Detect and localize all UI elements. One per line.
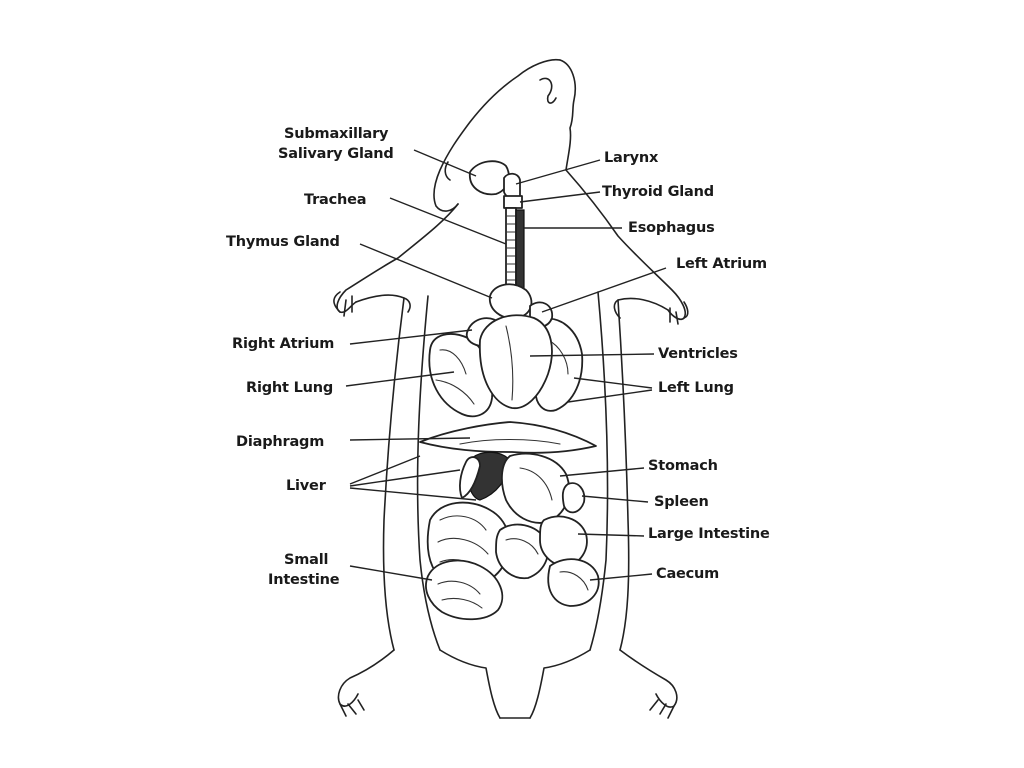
leader-lines [345, 149, 667, 581]
trachea [505, 207, 517, 293]
leader-large-intestine [577, 533, 645, 537]
label-spleen: Spleen [654, 494, 709, 510]
leader-right-atrium [349, 329, 473, 345]
label-right-lung: Right Lung [246, 380, 333, 396]
label-trachea: Trachea [304, 192, 366, 208]
leader-small-intestine [349, 565, 433, 581]
thyroid-gland [503, 195, 523, 209]
leader-liver-2 [349, 469, 461, 487]
submaxillary-gland [469, 160, 510, 196]
spleen [561, 482, 586, 514]
leader-spleen [581, 495, 649, 503]
leader-left-lung-1 [573, 377, 653, 389]
labels-right: Larynx Thyroid Gland Esophagus Left Atri… [602, 150, 770, 582]
label-thyroid-gland: Thyroid Gland [602, 184, 714, 200]
diaphragm [419, 421, 597, 454]
label-caecum: Caecum [656, 566, 719, 582]
label-submaxillary-line1: Submaxillary [284, 126, 389, 142]
leader-thymus [359, 243, 493, 299]
large-intestine [539, 515, 588, 567]
right-lung [428, 333, 494, 418]
leader-liver-3 [349, 487, 477, 501]
leader-caecum [589, 573, 653, 581]
ventricles [479, 314, 553, 409]
leader-stomach [559, 467, 645, 477]
leader-diaphragm [349, 437, 471, 441]
stomach [501, 452, 570, 524]
organs [419, 160, 600, 621]
esophagus [515, 209, 525, 297]
label-left-lung: Left Lung [658, 380, 734, 396]
label-small-intestine-line1: Small [284, 552, 328, 568]
leader-trachea [389, 197, 507, 245]
larynx [503, 172, 521, 199]
labels-left: Submaxillary Salivary Gland Trachea Thym… [226, 126, 394, 588]
label-small-intestine-line2: Intestine [268, 572, 340, 588]
label-esophagus: Esophagus [628, 220, 715, 236]
leader-left-lung-2 [567, 389, 653, 403]
small-intestine [425, 501, 549, 621]
leader-liver-1 [349, 455, 421, 485]
label-submaxillary-line2: Salivary Gland [278, 146, 394, 162]
caecum [547, 558, 600, 607]
leader-left-atrium [541, 267, 667, 313]
label-thymus-gland: Thymus Gland [226, 234, 340, 250]
label-ventricles: Ventricles [658, 346, 738, 362]
label-stomach: Stomach [648, 458, 718, 474]
leader-ventricles [529, 353, 655, 357]
leader-larynx [515, 159, 601, 185]
leader-thyroid [519, 191, 601, 203]
label-left-atrium: Left Atrium [676, 256, 767, 272]
thymus-gland [489, 283, 533, 320]
rat-body-outline [333, 58, 689, 719]
label-larynx: Larynx [604, 150, 659, 166]
label-right-atrium: Right Atrium [232, 336, 334, 352]
label-diaphragm: Diaphragm [236, 434, 324, 450]
label-liver: Liver [286, 478, 327, 494]
label-large-intestine: Large Intestine [648, 526, 770, 542]
leader-submaxillary [413, 149, 477, 177]
leader-right-lung [345, 371, 455, 387]
